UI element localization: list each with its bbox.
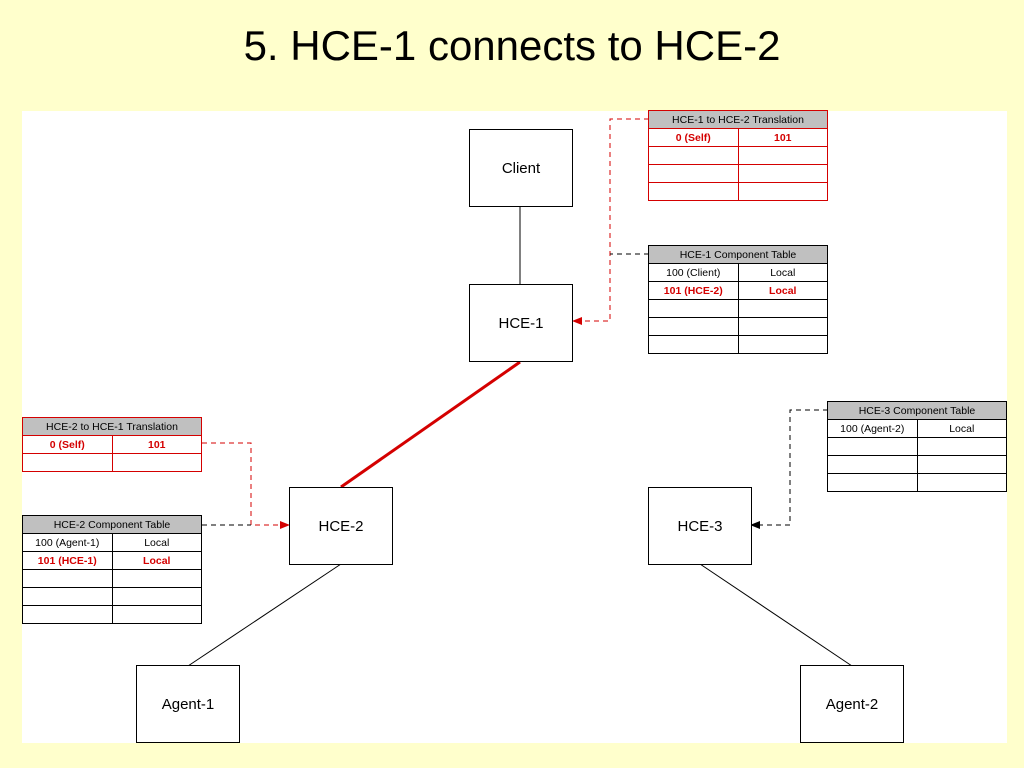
table-row — [648, 335, 828, 354]
table-row: 101 (HCE-1)Local — [22, 551, 202, 570]
table-row — [22, 453, 202, 472]
table-title: HCE-2 Component Table — [22, 515, 202, 534]
table-title: HCE-3 Component Table — [827, 401, 1007, 420]
table-cell — [648, 146, 739, 165]
table-cell: 0 (Self) — [22, 435, 113, 454]
table-cell — [111, 587, 202, 606]
table-cell: Local — [111, 533, 202, 552]
table-title: HCE-2 to HCE-1 Translation — [22, 417, 202, 436]
ref-hce1-translation — [572, 118, 649, 325]
table-cell — [737, 146, 828, 165]
table-row — [827, 437, 1007, 456]
table-cell — [827, 437, 918, 456]
hce1-node: HCE-1 — [469, 284, 573, 362]
table-cell: 101 — [111, 435, 202, 454]
table-cell — [916, 473, 1007, 492]
ref-hce3-component — [750, 409, 828, 529]
table-row: 100 (Client)Local — [648, 263, 828, 282]
table-cell — [22, 587, 113, 606]
agent2-node: Agent-2 — [800, 665, 904, 743]
table-cell: Local — [111, 551, 202, 570]
table-cell — [737, 164, 828, 183]
table-cell — [648, 299, 739, 318]
table-cell: 101 (HCE-1) — [22, 551, 113, 570]
table-row — [648, 146, 828, 165]
table-cell — [737, 335, 828, 354]
hce2-node: HCE-2 — [289, 487, 393, 565]
table-cell — [916, 437, 1007, 456]
table-cell: Local — [737, 263, 828, 282]
table-cell — [737, 182, 828, 201]
table-cell — [111, 569, 202, 588]
table-cell — [648, 317, 739, 336]
table-row: 100 (Agent-1)Local — [22, 533, 202, 552]
table-row — [827, 473, 1007, 492]
table-cell — [22, 453, 113, 472]
table-cell: 101 — [737, 128, 828, 147]
table-title: HCE-1 Component Table — [648, 245, 828, 264]
table-cell — [22, 569, 113, 588]
table-cell: 100 (Client) — [648, 263, 739, 282]
table-cell — [111, 605, 202, 624]
table-cell — [737, 299, 828, 318]
table-row — [648, 299, 828, 318]
client-node: Client — [469, 129, 573, 207]
table-cell — [827, 473, 918, 492]
table-row — [648, 317, 828, 336]
table-row — [648, 164, 828, 183]
table-row — [22, 587, 202, 606]
table-row — [827, 455, 1007, 474]
table-row: 0 (Self)101 — [22, 435, 202, 454]
table-row: 100 (Agent-2)Local — [827, 419, 1007, 438]
table-title: HCE-1 to HCE-2 Translation — [648, 110, 828, 129]
table-cell: 101 (HCE-2) — [648, 281, 739, 300]
table-cell — [648, 164, 739, 183]
table-row — [22, 569, 202, 588]
slide-title: 5. HCE-1 connects to HCE-2 — [243, 22, 781, 69]
table-row — [22, 605, 202, 624]
table-cell — [111, 453, 202, 472]
link-hce2-agent1 — [187, 563, 342, 667]
table-cell — [827, 455, 918, 474]
table-cell — [916, 455, 1007, 474]
table-cell: Local — [916, 419, 1007, 438]
table-cell: 100 (Agent-2) — [827, 419, 918, 438]
agent1-node: Agent-1 — [136, 665, 240, 743]
hce3-node: HCE-3 — [648, 487, 752, 565]
ref-hce2-translation — [202, 442, 290, 529]
link-hce3-agent2 — [699, 563, 853, 667]
table-cell — [737, 317, 828, 336]
table-row — [648, 182, 828, 201]
table-cell: Local — [737, 281, 828, 300]
table-cell — [648, 182, 739, 201]
table-cell: 100 (Agent-1) — [22, 533, 113, 552]
table-row: 101 (HCE-2)Local — [648, 281, 828, 300]
table-cell: 0 (Self) — [648, 128, 739, 147]
table-cell — [22, 605, 113, 624]
table-cell — [648, 335, 739, 354]
table-row: 0 (Self)101 — [648, 128, 828, 147]
link-hce1-hce2 — [340, 360, 521, 489]
